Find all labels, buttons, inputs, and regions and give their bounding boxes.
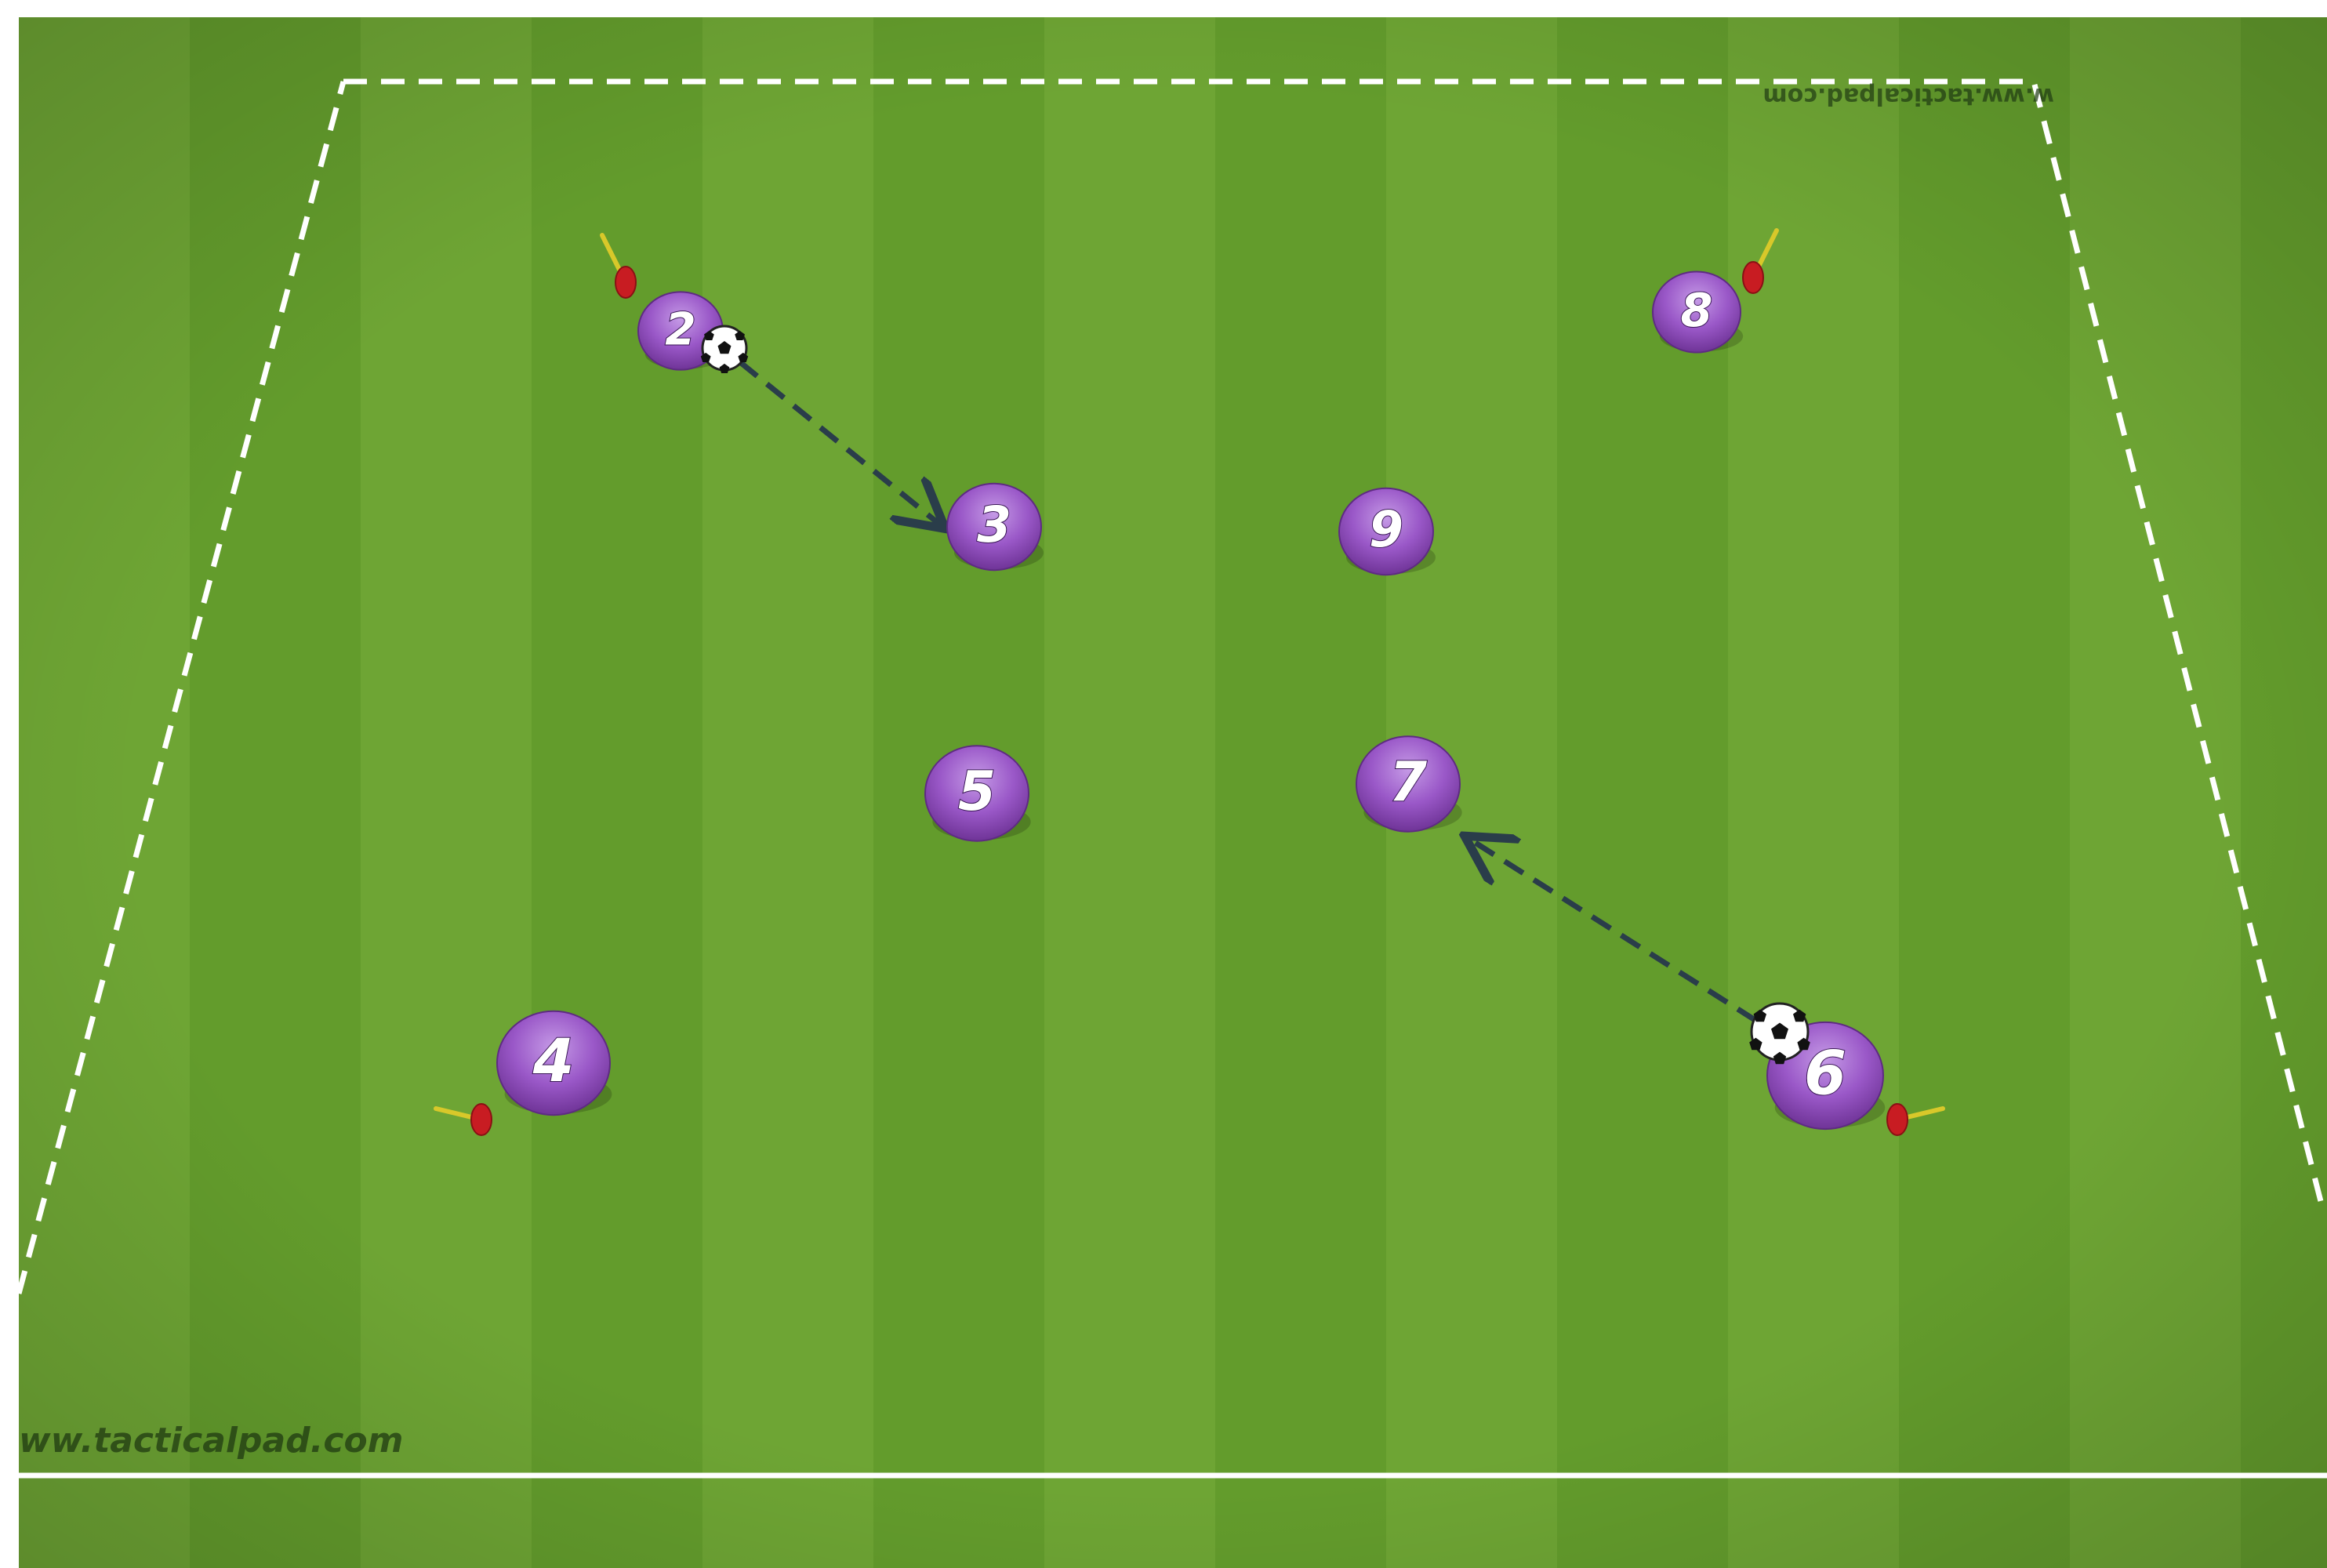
player-5[interactable]: 5	[925, 746, 1031, 840]
player-number: 6	[1804, 1039, 1846, 1109]
flag-cone-icon	[1887, 1104, 1908, 1135]
player-7[interactable]: 7	[1356, 736, 1462, 831]
player-number: 5	[958, 760, 996, 823]
flag-cone-icon	[615, 267, 636, 298]
player-number: 3	[977, 496, 1011, 554]
flag-cone-icon	[1743, 262, 1763, 293]
player-4[interactable]: 4	[497, 1011, 612, 1115]
player-number: 2	[665, 303, 695, 355]
player-number: 4	[532, 1026, 575, 1095]
field-shading	[19, 17, 2327, 1568]
watermark-bottom: ww.tacticalpad.com	[19, 1421, 404, 1461]
flag-cone-icon	[471, 1104, 492, 1135]
player-number: 8	[1681, 283, 1713, 337]
watermark-top: w.ww.tacticalpad.com	[1762, 82, 2054, 110]
player-number: 9	[1369, 501, 1403, 558]
player-number: 7	[1389, 751, 1428, 814]
